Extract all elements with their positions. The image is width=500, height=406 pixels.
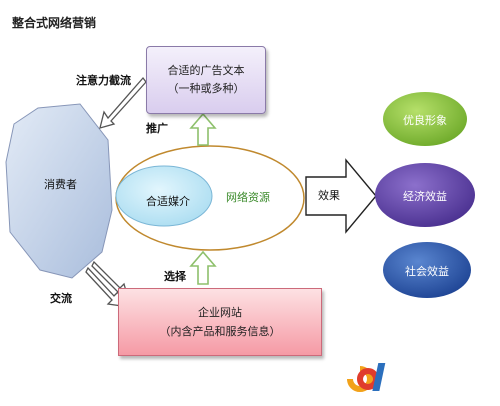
promote-arrow: [189, 112, 217, 146]
promote-label: 推广: [146, 122, 168, 135]
benefit-ellipse-economic: [375, 163, 475, 227]
effect-arrow: [305, 158, 377, 234]
col-logo: [347, 363, 386, 392]
benefit-label-image: 优良形象: [403, 114, 447, 127]
diagram-title: 整合式网络营销: [12, 16, 97, 30]
ad-text-box: 合适的广告文本 （一种或多种）: [146, 46, 266, 114]
website-line1: 企业网站: [198, 306, 242, 319]
benefit-label-economic: 经济效益: [403, 190, 447, 203]
media-label: 合适媒介: [146, 195, 190, 208]
benefit-ellipse-social: [383, 242, 471, 298]
attention-label: 注意力截流: [76, 74, 131, 87]
attention-arrow: [99, 76, 147, 129]
ad-text-line2: （一种或多种）: [167, 82, 245, 95]
select-arrow: [189, 250, 217, 285]
benefit-label-social: 社会效益: [405, 265, 449, 278]
select-label: 选择: [164, 270, 186, 283]
benefit-ellipse-image: [383, 92, 467, 146]
effect-label: 效果: [318, 189, 340, 202]
website-box: 企业网站 （内含产品和服务信息）: [118, 288, 322, 356]
consumer-shape: [5, 103, 113, 279]
exchange-label: 交流: [50, 292, 72, 305]
media-ellipse: [115, 165, 213, 227]
consumer-label: 消费者: [44, 178, 77, 191]
network-resource-label: 网络资源: [226, 191, 270, 204]
ad-text-line1: 合适的广告文本: [167, 64, 245, 77]
website-line2: （内含产品和服务信息）: [159, 325, 281, 338]
